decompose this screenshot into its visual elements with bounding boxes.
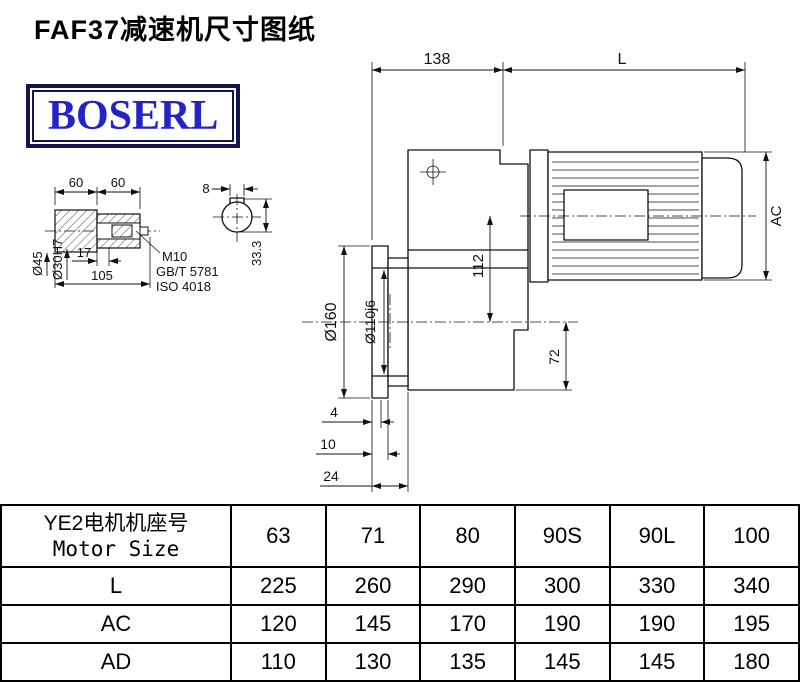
cell-AC-90s: 190 bbox=[513, 604, 611, 644]
dim-key-height: 33.3 bbox=[249, 241, 264, 266]
header-cn: YE2电机机座号 bbox=[43, 511, 189, 535]
cell-AD-90s: 145 bbox=[513, 642, 611, 682]
thread-label: M10 bbox=[162, 249, 187, 264]
dim-10: 10 bbox=[320, 436, 336, 452]
dim-4: 4 bbox=[330, 404, 338, 420]
cell-AC-100: 195 bbox=[703, 604, 800, 644]
cell-AD-90l: 145 bbox=[608, 642, 706, 682]
cell-AC-63: 120 bbox=[230, 604, 327, 644]
dim-shaft-17: 17 bbox=[77, 245, 91, 260]
row-label-AD: AD bbox=[0, 642, 232, 682]
page-title: FAF37减速机尺寸图纸 bbox=[34, 15, 317, 45]
cell-AD-80: 135 bbox=[419, 642, 516, 682]
size-col-90s: 90S bbox=[513, 504, 611, 568]
fan-cover bbox=[701, 157, 743, 279]
standard-gb-label: GB/T 5781 bbox=[156, 264, 219, 279]
dim-axis-distance: 112 bbox=[470, 254, 487, 278]
table-header-motor-size: YE2电机机座号 Motor Size bbox=[0, 504, 232, 568]
dimension-table: YE2电机机座号 Motor Size 63 71 80 90S 90L 100… bbox=[0, 504, 800, 682]
size-col-71: 71 bbox=[324, 504, 422, 568]
dim-shaft-60b: 60 bbox=[111, 175, 125, 190]
size-col-100: 100 bbox=[703, 504, 800, 568]
standard-iso-label: ISO 4018 bbox=[156, 279, 211, 294]
dim-shaft-dia45: Ø45 bbox=[30, 251, 45, 276]
size-col-80: 80 bbox=[419, 504, 516, 568]
table-row-L: L 225 260 290 300 330 340 bbox=[0, 566, 800, 606]
cell-AC-80: 170 bbox=[419, 604, 516, 644]
cell-L-71: 260 bbox=[324, 566, 422, 606]
dim-shaft-60a: 60 bbox=[69, 175, 83, 190]
dim-key-width: 8 bbox=[202, 181, 209, 196]
key-section-detail: 8 33.3 bbox=[202, 181, 272, 266]
row-label-AC: AC bbox=[0, 604, 232, 644]
size-col-63: 63 bbox=[230, 504, 327, 568]
dim-shaft-dia30: Ø30H7 bbox=[50, 239, 65, 280]
table-row-AD: AD 110 130 135 145 145 180 bbox=[0, 642, 800, 682]
shaft-detail: 60 60 17 105 Ø45 Ø30H7 M10 GB/T 5781 ISO… bbox=[30, 175, 219, 294]
table-header-row: YE2电机机座号 Motor Size 63 71 80 90S 90L 100 bbox=[0, 504, 800, 568]
boserl-logo: BOSERL bbox=[26, 84, 241, 149]
technical-drawing: 60 60 17 105 Ø45 Ø30H7 M10 GB/T 5781 ISO… bbox=[30, 51, 785, 492]
cell-L-100: 340 bbox=[703, 566, 800, 606]
cell-L-90s: 300 bbox=[513, 566, 611, 606]
main-view bbox=[302, 149, 756, 399]
dim-foot-height: 72 bbox=[546, 349, 562, 365]
cell-AD-100: 180 bbox=[703, 642, 800, 682]
cell-AC-90l: 190 bbox=[608, 604, 706, 644]
dim-flange-spigot: Ø110j6 bbox=[362, 300, 378, 344]
cell-AD-63: 110 bbox=[230, 642, 327, 682]
dim-flange-od: Ø160 bbox=[323, 302, 340, 341]
dim-24: 24 bbox=[323, 468, 339, 484]
cell-L-90l: 330 bbox=[608, 566, 706, 606]
table-row-AC: AC 120 145 170 190 190 195 bbox=[0, 604, 800, 644]
boserl-logo-text: BOSERL bbox=[32, 90, 235, 143]
size-col-90l: 90L bbox=[608, 504, 706, 568]
main-dimensions: 138 L AC 112 72 Ø160 Ø110j6 4 10 bbox=[316, 51, 785, 492]
cell-L-63: 225 bbox=[230, 566, 327, 606]
dim-motor-diameter: AC bbox=[768, 205, 785, 226]
row-label-L: L bbox=[0, 566, 232, 606]
header-en: Motor Size bbox=[52, 537, 180, 562]
dim-motor-length: L bbox=[618, 51, 627, 68]
motor-nameplate bbox=[563, 189, 649, 241]
dim-138: 138 bbox=[424, 51, 451, 68]
cell-AD-71: 130 bbox=[324, 642, 422, 682]
cell-AC-71: 145 bbox=[324, 604, 422, 644]
cell-L-80: 290 bbox=[419, 566, 516, 606]
gear-housing bbox=[407, 149, 529, 391]
dim-shaft-105: 105 bbox=[91, 268, 113, 283]
